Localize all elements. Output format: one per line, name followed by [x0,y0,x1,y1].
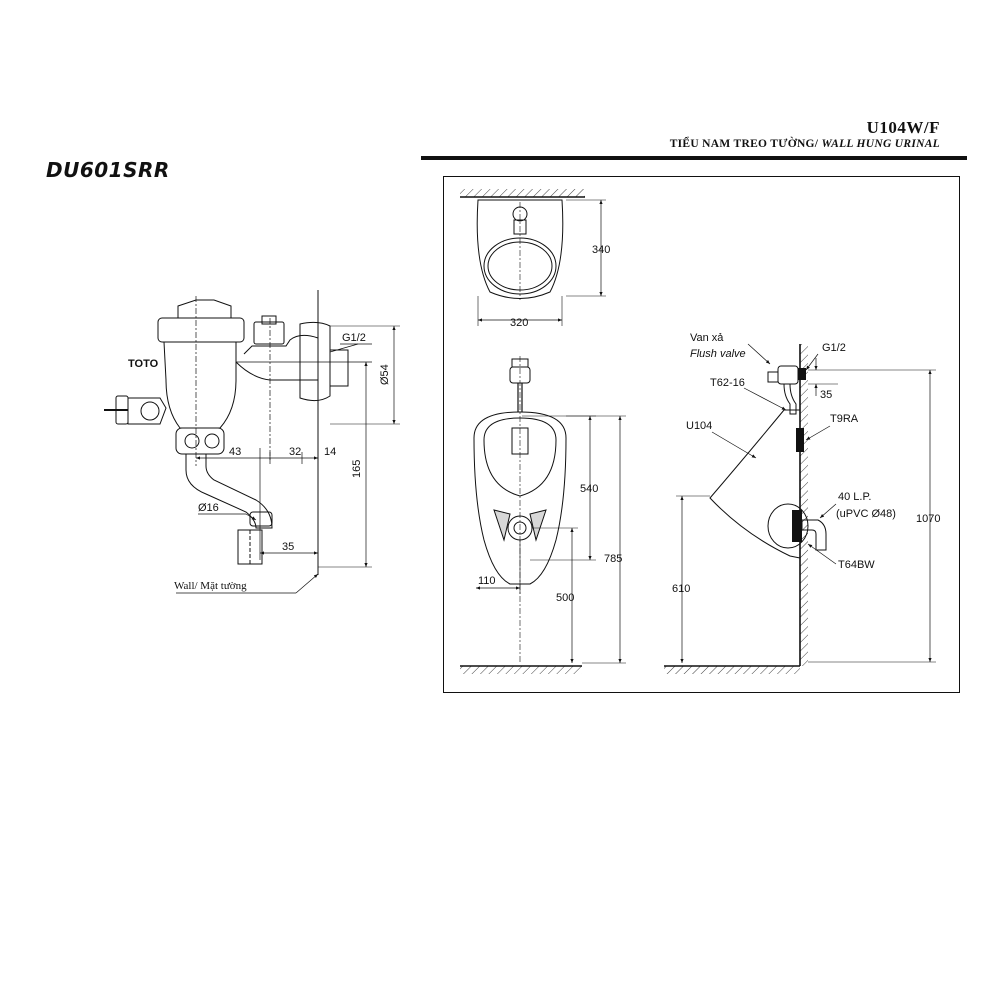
sheet-subtitle: TIỂU NAM TREO TƯỜNG/ WALL HUNG URINAL [670,138,940,150]
lp-label: 40 L.P. [838,491,871,503]
title-rule [421,156,967,160]
dim-500: 500 [556,592,574,604]
side-valve-body [777,365,799,385]
valve-stop-cock-cap [261,315,277,325]
dim-43: 43 [229,446,241,458]
diameter-label: Ø54 [379,364,391,385]
dim-35: 35 [282,541,294,553]
dim-540: 540 [580,483,598,495]
side-outlet-fitting [792,510,802,542]
side-hanger [796,428,804,452]
thread-label: G1/2 [342,332,366,344]
valve-inlet-tail [235,334,319,381]
side-thread-label: G1/2 [822,342,846,354]
dim-32: 32 [289,446,301,458]
side-valve-handle [767,371,779,383]
front-floor-hatch [460,666,582,674]
sheet-title: U104W/F [866,118,940,137]
side-trap [767,503,809,549]
flush-valve-drawing: TOTO G1/2 Ø54 [104,290,400,594]
t9ra-label: T9RA [830,413,859,425]
urinal-front-bowl [483,417,557,497]
side-valve-inlet [798,368,806,380]
dim-165: 165 [351,460,363,478]
pipe-diameter-label: Ø16 [198,502,219,514]
dim-35-side: 35 [820,389,832,401]
flush-pipe-nut [249,511,273,527]
flush-valve-label-en: Flush valve [690,348,746,360]
urinal-drawing-frame [443,176,960,693]
valve-top-cap [177,299,232,319]
dim-320: 320 [510,317,528,329]
valve-handle-neck [127,397,167,425]
valve-bonnet [157,317,245,343]
thread-leader [329,343,359,353]
urinal-side-outline [709,409,801,559]
urinal-side-view: 1070 610 35 Van xả Flush valve G1/2 T62-… [664,332,940,674]
flush-pipe-spud [237,529,263,565]
dim-110: 110 [478,575,496,587]
dim-14: 14 [324,446,336,458]
dim-1070: 1070 [916,513,940,525]
urinal-top-view: 340 320 [460,189,610,329]
outlet-nut-hole-2 [204,433,220,449]
urinal-top-outline [476,199,564,299]
subtitle-english: WALL HUNG URINAL [821,138,940,150]
dim-340: 340 [592,244,610,256]
dim-785: 785 [604,553,622,565]
urinal-front-view: 540 785 500 110 [460,356,626,674]
wall-flange [299,321,331,402]
dim-610: 610 [672,583,690,595]
flush-pipe-bend [185,453,273,529]
wall-label: Wall/ Mặt tường [174,580,247,592]
front-trap-left [493,509,511,542]
upvc-label: (uPVC Ø48) [836,508,896,520]
brand-logo: TOTO [128,358,159,370]
wall-nipple [329,349,349,387]
valve-handle-nut [140,401,160,421]
t64bw-label: T64BW [838,559,875,571]
outlet-nut-hole-1 [184,433,200,449]
top-wall-hatch [460,189,585,197]
valve-stop-cock [253,321,285,345]
valve-body [163,341,237,429]
valve-model-code: DU601SRR [46,158,170,182]
subtitle-vietnamese: TIỂU NAM TREO TƯỜNG/ [669,138,822,150]
side-wall-hatch [800,344,808,666]
valve-outlet-nut [175,427,225,455]
urinal-model-label: U104 [686,420,712,432]
side-flush-pipe [783,383,797,415]
front-trap-right [529,509,547,542]
flush-valve-label-vn: Van xả [690,332,724,344]
t62-label: T62-16 [710,377,745,389]
side-floor-hatch [664,666,800,674]
